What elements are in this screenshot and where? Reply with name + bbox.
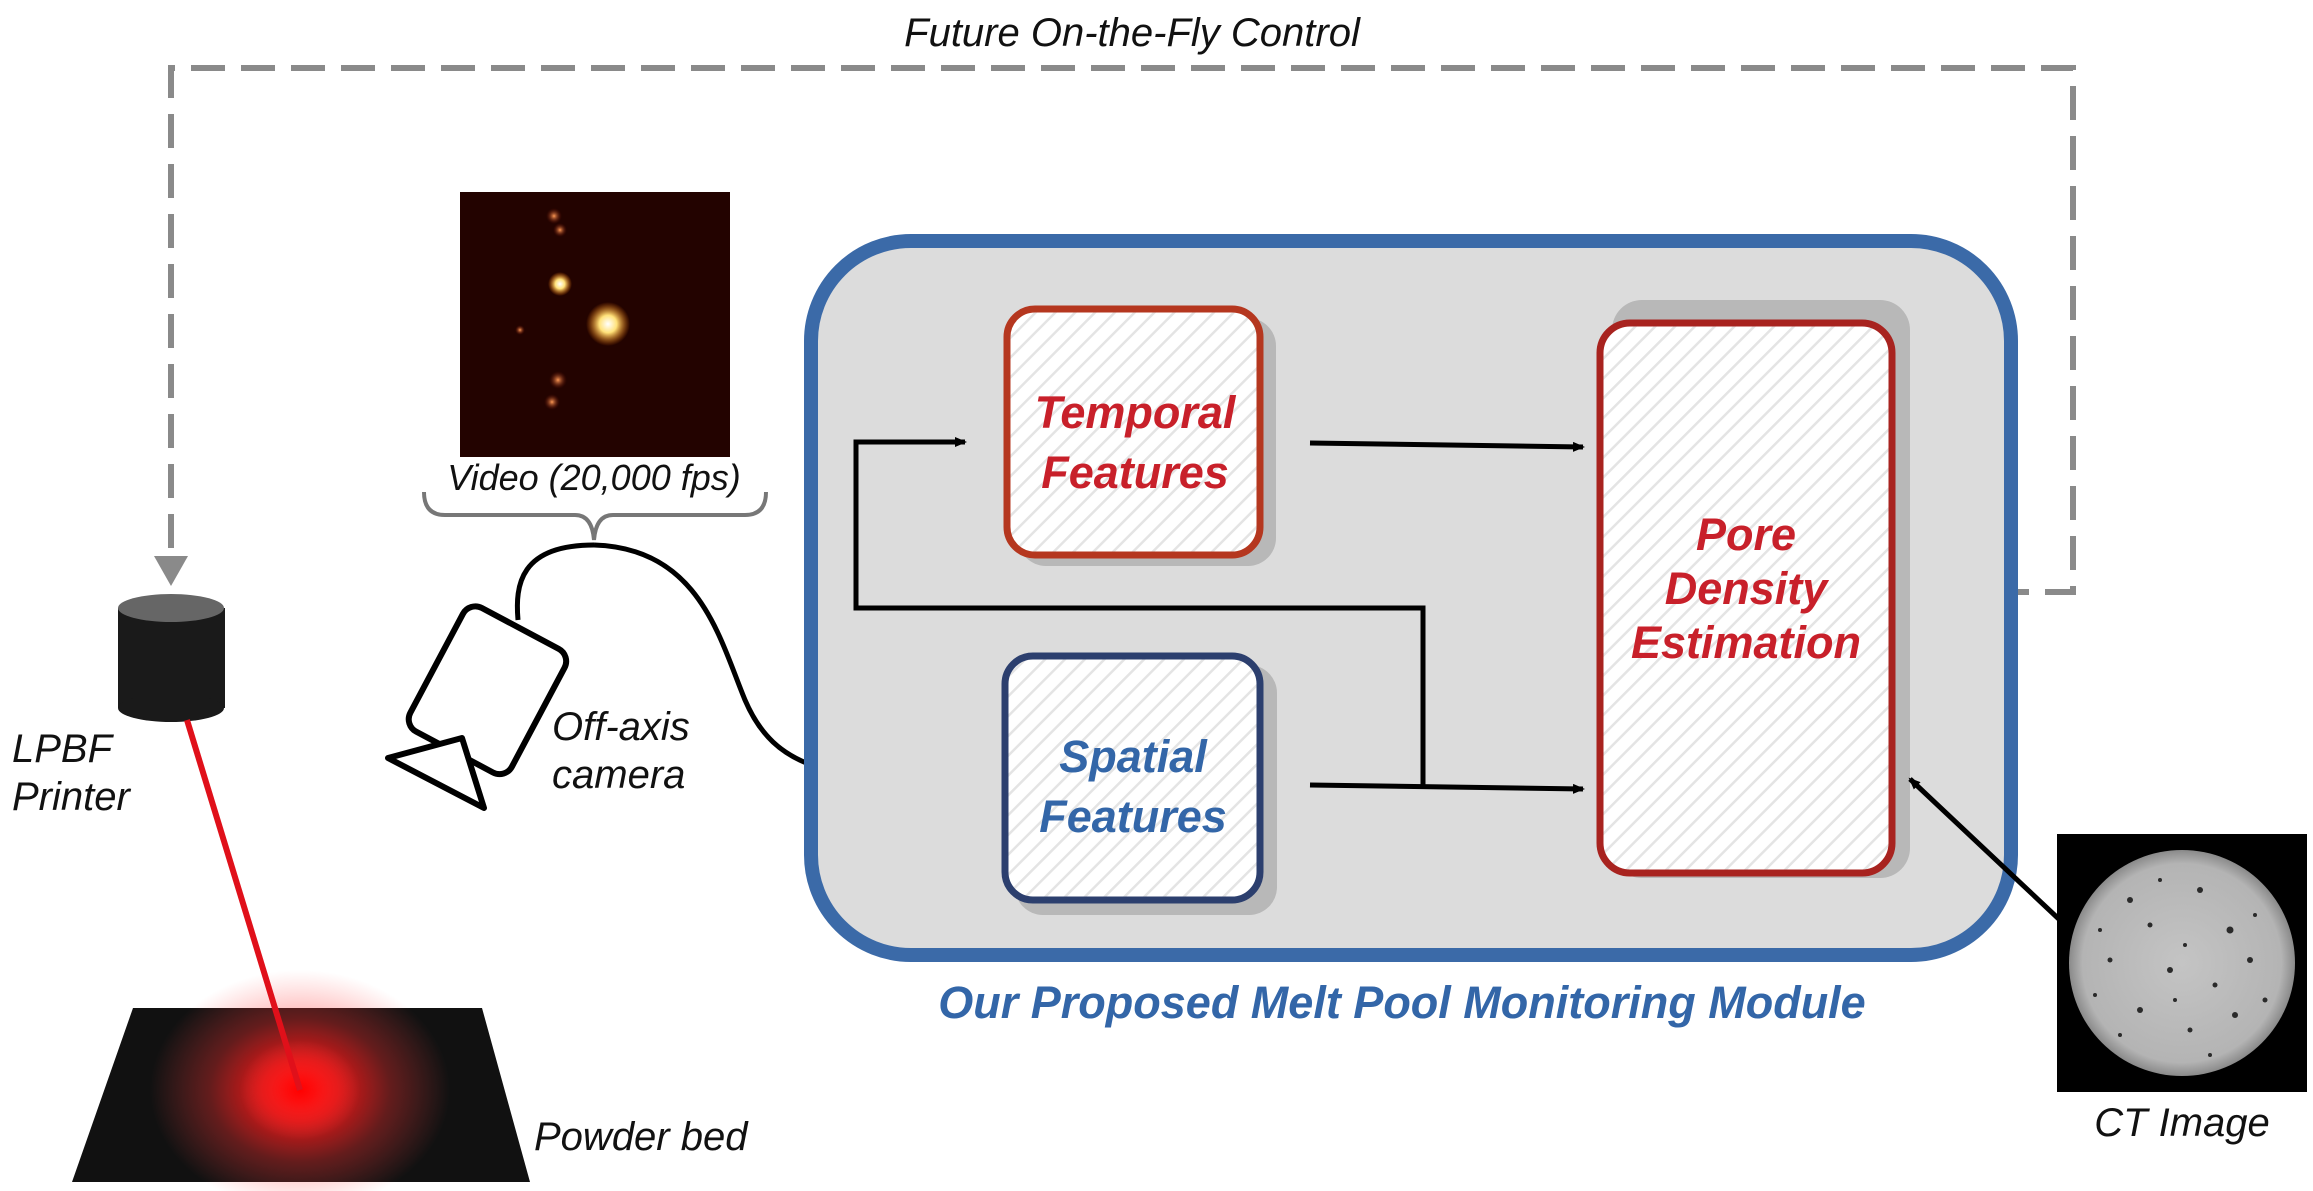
printer-icon [118,594,225,722]
spatial-features-box [1001,652,1264,904]
temporal-to-pore-arrow [1309,440,1585,452]
split-connector [853,437,1426,785]
feedback-arrowhead [154,556,188,586]
module-caption: Our Proposed Melt Pool Monitoring Module [938,977,1865,1028]
pore-label-line1: Pore [1696,509,1796,560]
laser-beam [184,719,303,1091]
printer-label-line1: LPBF [12,727,115,771]
video-frame-image [460,192,730,457]
spatial-label-line2: Features [1039,791,1227,842]
camera-icon [385,542,595,811]
ct-label: CT Image [2094,1101,2270,1145]
video-brace [422,491,768,541]
pore-label-line3: Estimation [1631,617,1861,668]
feedback-title: Future On-the-Fly Control [904,11,1361,55]
spatial-to-pore-arrow [1309,782,1585,794]
temporal-label-line2: Features [1041,447,1229,498]
ct-image [2057,834,2307,1092]
spatial-label-line1: Spatial [1059,731,1208,782]
temporal-label-line1: Temporal [1035,387,1237,438]
printer-label-line2: Printer [12,775,131,819]
camera-label-line2: camera [552,753,685,797]
feedback-dashed-line [168,65,2076,595]
video-label: Video (20,000 fps) [447,457,741,498]
pore-density-box [1596,319,1896,877]
pore-label-line2: Density [1665,563,1830,614]
powder-bed-label: Powder bed [534,1115,749,1159]
camera-label-line1: Off-axis [552,705,690,749]
temporal-features-box [1003,305,1264,559]
ct-to-pore-arrow [1908,777,2064,924]
powder-bed-icon [72,970,530,1191]
